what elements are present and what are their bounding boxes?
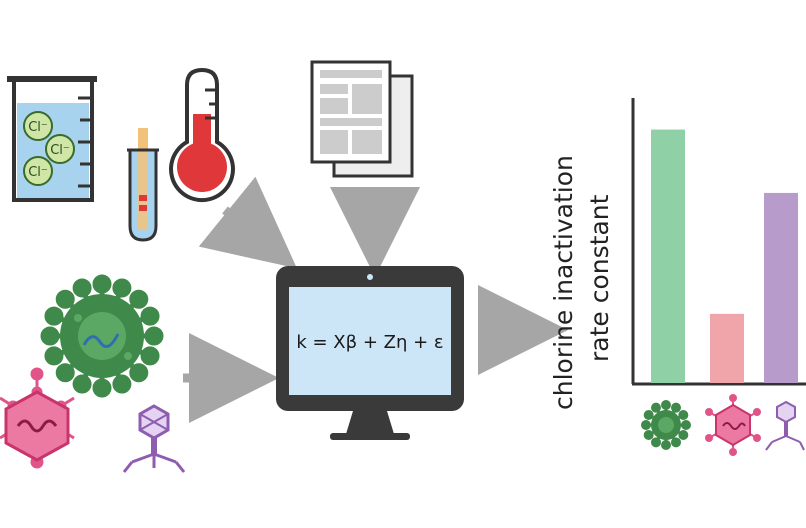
arrow-lab-to-model [198,176,297,269]
model-formula: k = Xβ + Zη + ε [296,332,443,353]
bacteriophage-icon [122,404,186,473]
category-icon-coronavirus [641,400,691,450]
chloride-ion-icon: Cl⁻ [23,156,53,186]
icosahedral-virus-icon [0,367,75,469]
bar-chart: chlorine inactivation rate constant [549,98,806,456]
ion-label: Cl⁻ [28,165,48,180]
chloride-ion-icon: Cl⁻ [23,111,53,141]
category-icon-bacteriophage [765,400,805,451]
thermometer-icon [169,67,235,203]
documents-icon [310,60,414,178]
ion-label: Cl⁻ [50,143,70,158]
chloride-ion-icon: Cl⁻ [45,134,75,164]
ion-label: Cl⁻ [28,120,48,135]
bar-icosahedral-virus [710,313,744,383]
bar-bacteriophage [764,192,798,383]
y-axis-label-line1: chlorine inactivation [549,155,578,410]
bar-coronavirus [651,129,685,383]
coronavirus-icon [40,274,164,398]
test-tube-icon [127,128,159,242]
y-axis-label-line2: rate constant [585,194,614,362]
category-icon-icosahedral-virus [705,394,761,456]
computer-monitor-icon: k = Xβ + Zη + ε [276,266,464,440]
